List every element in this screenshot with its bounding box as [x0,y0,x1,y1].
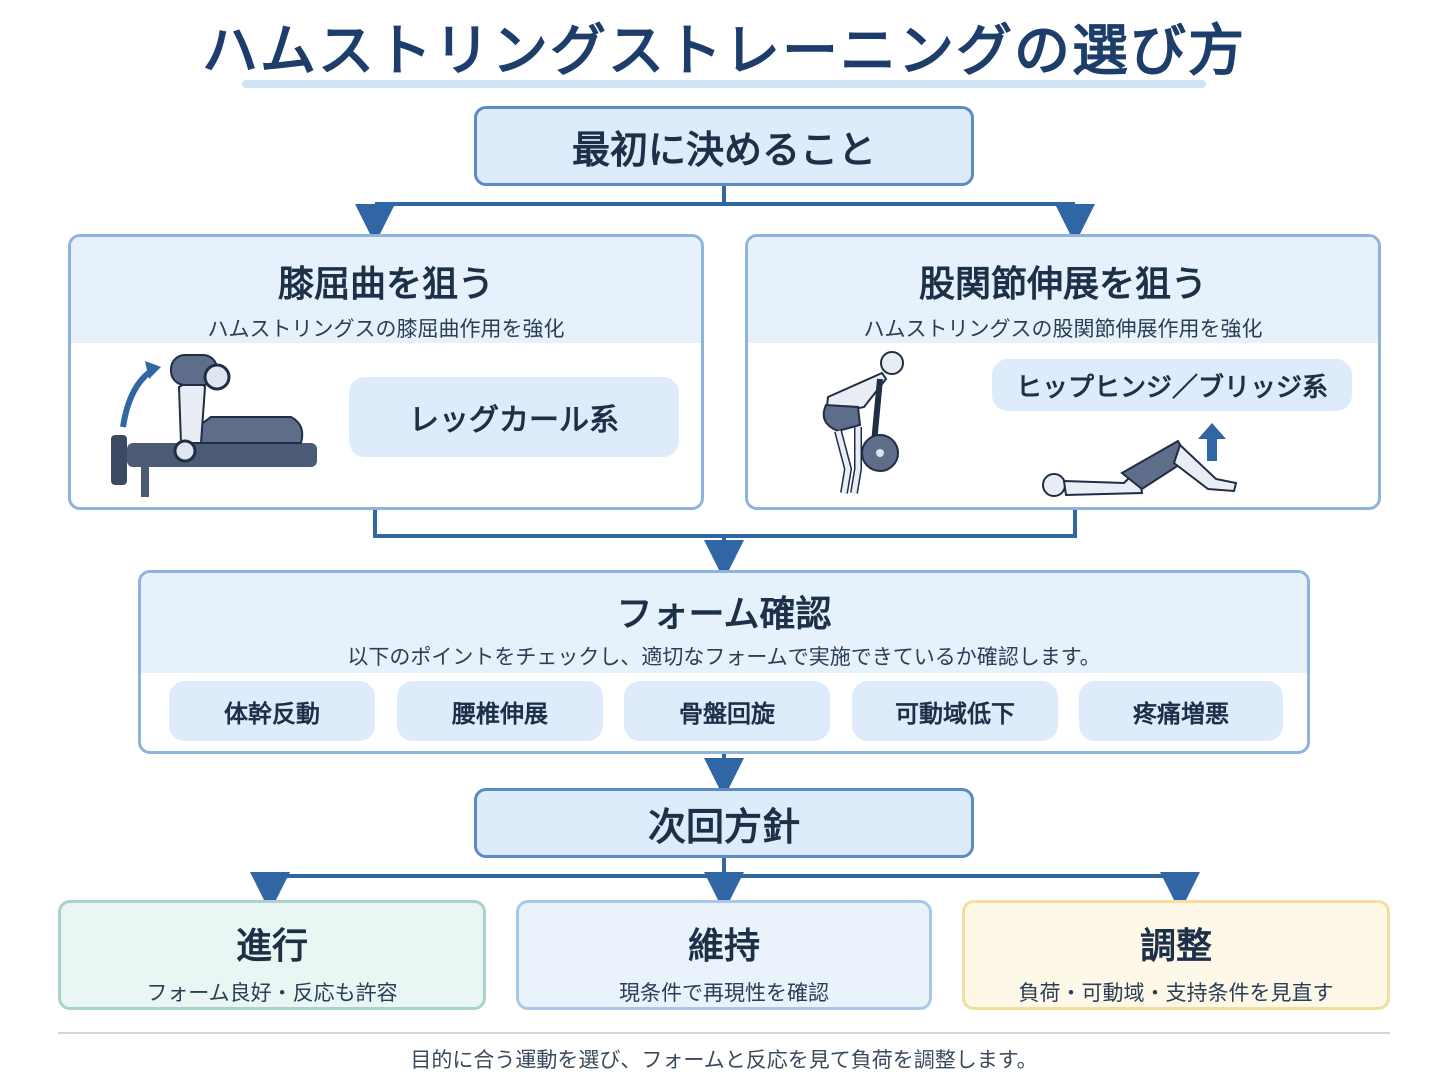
check-point-chip: 体幹反動 [169,681,375,741]
check-point-chip: 骨盤回旋 [624,681,830,741]
branch-card-knee-flexion: 膝屈曲を狙う ハムストリングスの膝屈曲作用を強化 レッグカール系 [68,234,704,510]
footer-note: 目的に合う運動を選び、フォームと反応を見て負荷を調整します。 [410,1048,1038,1072]
next-plan-box: 次回方針 [474,788,974,858]
leg-curl-machine-icon [111,354,317,497]
deadlift-figure-icon [822,351,904,494]
check-point-chip: 腰椎伸展 [397,681,603,741]
connector-merge [373,510,1077,538]
outcome-subtitle: 現条件で再現性を確認 [619,981,829,1005]
outcome-subtitle: フォーム良好・反応も許容 [146,981,398,1005]
branch-subtitle: ハムストリングスの膝屈曲作用を強化 [207,317,565,341]
start-box: 最初に決めること [474,106,974,186]
outcome-maintain: 維持 現条件で再現性を確認 [516,900,932,1010]
tag-hip-hinge-bridge: ヒップヒンジ／ブリッジ系 [992,359,1352,411]
check-point-chip: 可動域低下 [852,681,1058,741]
outcome-progress: 進行 フォーム良好・反応も許容 [58,900,486,1010]
page-title: ハムストリングストレーニングの選び方 [202,19,1246,84]
outcome-title: 進行 [235,926,308,967]
branch-title: 膝屈曲を狙う [277,264,494,305]
outcome-subtitle: 負荷・可動域・支持条件を見直す [1018,981,1334,1005]
check-point-chip: 疼痛増悪 [1079,681,1283,741]
branch-card-hip-extension: 股関節伸展を狙う ハムストリングスの股関節伸展作用を強化 ヒップヒンジ／ブリッジ… [745,234,1381,510]
tag-leg-curl: レッグカール系 [349,377,679,457]
form-check-subtitle: 以下のポイントをチェックし、適切なフォームで実施できているか確認します。 [347,645,1101,669]
outcome-title: 維持 [687,926,760,967]
branch-title: 股関節伸展を狙う [918,264,1207,305]
outcome-adjust: 調整 負荷・可動域・支持条件を見直す [962,900,1390,1010]
form-check-title: フォーム確認 [616,594,832,635]
footer-divider [58,1032,1390,1034]
glute-bridge-figure-icon [1042,439,1238,497]
outcome-title: 調整 [1139,926,1212,967]
up-arrow-icon [1198,423,1226,461]
branch-subtitle: ハムストリングスの股関節伸展作用を強化 [863,317,1263,341]
form-check-card: フォーム確認 以下のポイントをチェックし、適切なフォームで実施できているか確認し… [138,570,1310,754]
title-underline [242,80,1206,88]
